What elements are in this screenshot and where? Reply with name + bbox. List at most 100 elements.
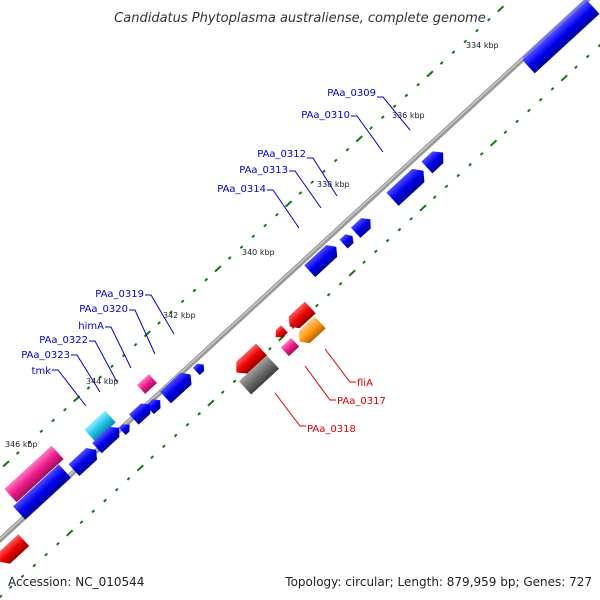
inner-tick-mark	[20, 574, 25, 579]
inner-tick-mark	[585, 54, 590, 59]
inner-tick-mark	[8, 585, 13, 589]
tick-label-344: 344 kbp	[86, 377, 119, 386]
gene-arrow-paa-0317[interactable]	[280, 337, 300, 357]
outer-tick-mark	[2, 460, 10, 468]
inner-tick-mark	[315, 303, 319, 308]
inner-tick-mark	[432, 195, 437, 200]
inner-tick-mark	[162, 444, 166, 449]
outer-tick-mark	[133, 342, 138, 347]
gene-label-paa-0309[interactable]: PAa_0309	[327, 88, 376, 99]
inner-tick-mark	[150, 455, 154, 460]
outer-tick-mark	[475, 28, 479, 33]
inner-tick-mark	[538, 97, 543, 102]
inner-tick-mark	[373, 249, 378, 254]
outer-tick-row	[2, 5, 505, 468]
outer-tick-mark	[487, 17, 491, 22]
inner-tick-mark	[91, 509, 96, 514]
outer-tick-mark	[451, 50, 456, 55]
gene-arrow-paa-0318[interactable]	[238, 355, 280, 395]
gene-label-flia[interactable]: fliA	[357, 378, 373, 389]
accession-text: Accession: NC_010544	[8, 575, 144, 589]
map-title: Candidatus Phytoplasma australiense, com…	[114, 11, 486, 26]
outer-tick-mark	[27, 440, 32, 444]
outer-tick-mark	[204, 277, 209, 282]
inner-tick-mark	[397, 227, 402, 232]
gene-label-paa-0322[interactable]: PAa_0322	[39, 335, 88, 346]
gene-arrow-red-mid[interactable]	[231, 343, 267, 379]
outer-tick-mark	[227, 256, 232, 260]
gene-arrow-paa-0313[interactable]	[339, 232, 357, 249]
gene-label-paa-0317[interactable]: PAa_0317	[337, 396, 386, 407]
outer-tick-mark	[180, 299, 185, 304]
inner-tick-mark	[197, 412, 202, 416]
gene-label-paa-0320[interactable]: PAa_0320	[79, 304, 128, 315]
tick-label-346: 346 kbp	[5, 440, 38, 449]
gene-arrow-paa-0309[interactable]	[421, 147, 448, 174]
outer-tick-mark	[392, 104, 397, 109]
outer-tick-mark	[51, 418, 55, 423]
inner-tick-mark	[362, 260, 366, 265]
outer-tick-mark	[439, 61, 444, 65]
gene-arrow-cyan[interactable]	[84, 410, 116, 442]
reverse-strand-genes	[0, 301, 326, 567]
gene-arrow-paa-0310[interactable]	[386, 164, 429, 206]
gene-arrow-pink-346[interactable]	[4, 445, 64, 503]
outer-tick-mark	[157, 321, 161, 325]
gene-label-paa-0318[interactable]: PAa_0318	[307, 424, 356, 435]
gene-arrow-paa-0322[interactable]	[145, 396, 164, 415]
inner-tick-mark	[103, 498, 107, 503]
gene-label-paa-0323[interactable]: PAa_0323	[21, 350, 70, 361]
gene-arrow-tmk[interactable]	[118, 421, 133, 436]
forward-strand-genes	[4, 0, 600, 520]
topology-summary: Topology: circular; Length: 879,959 bp; …	[284, 575, 592, 589]
inner-tick-mark	[232, 379, 237, 384]
inner-tick-mark	[338, 282, 343, 286]
tick-label-340: 340 kbp	[242, 248, 275, 257]
gene-arrow-paa-0323[interactable]	[129, 399, 155, 425]
gene-arrow-blue-top[interactable]	[521, 0, 600, 74]
outer-tick-mark	[192, 288, 197, 293]
gene-arrow-paa-0312[interactable]	[350, 214, 375, 238]
gene-label-tmk[interactable]: tmk	[32, 366, 52, 377]
gene-arrow-hima[interactable]	[137, 374, 157, 394]
gene-arrow-red-top[interactable]	[284, 301, 316, 333]
gene-arrow-paa-0320[interactable]	[160, 369, 196, 404]
inner-tick-mark	[56, 541, 60, 546]
gene-label-paa-0319[interactable]: PAa_0319	[95, 289, 144, 300]
outer-tick-mark	[369, 126, 373, 130]
gene-arrow-blue-346a[interactable]	[68, 444, 102, 477]
tick-label-334: 334 kbp	[466, 41, 499, 50]
tick-label-338: 338 kbp	[317, 180, 350, 189]
outer-tick-mark	[497, 5, 505, 13]
inner-tick-mark	[419, 204, 427, 212]
inner-tick-mark	[550, 87, 555, 91]
gene-label-paa-0314[interactable]: PAa_0314	[217, 184, 266, 195]
gene-arrow-paa-0319[interactable]	[192, 361, 207, 376]
outer-tick-mark	[381, 115, 385, 120]
outer-tick-mark	[143, 330, 151, 338]
gene-label-paa-0312[interactable]: PAa_0312	[257, 149, 306, 160]
inner-tick-mark	[32, 563, 37, 568]
inner-tick-mark	[503, 130, 508, 135]
inner-tick-mark	[348, 269, 356, 277]
gene-arrow-flia[interactable]	[294, 316, 326, 348]
gene-arrow-paa-0314[interactable]	[304, 241, 341, 278]
gene-arrow-blue-346b[interactable]	[13, 464, 71, 520]
inner-tick-row	[0, 43, 600, 599]
gene-label-hima[interactable]: himA	[78, 321, 104, 332]
gene-arrow-red-bottom[interactable]	[0, 534, 30, 567]
tick-label-336: 336 kbp	[392, 111, 425, 120]
inner-tick-mark	[136, 464, 144, 472]
gene-arrow-blue-345[interactable]	[92, 423, 124, 454]
outer-tick-mark	[169, 310, 173, 315]
inner-tick-mark	[126, 477, 131, 481]
gene-arrow-red-small[interactable]	[272, 325, 288, 340]
inner-tick-mark	[456, 173, 461, 178]
inner-tick-mark	[268, 347, 272, 351]
gene-label-paa-0313[interactable]: PAa_0313	[239, 165, 288, 176]
outer-tick-mark	[263, 223, 267, 228]
reverse-label-leaders	[274, 348, 356, 427]
outer-tick-mark	[86, 386, 91, 390]
gene-label-paa-0310[interactable]: PAa_0310	[301, 110, 350, 121]
